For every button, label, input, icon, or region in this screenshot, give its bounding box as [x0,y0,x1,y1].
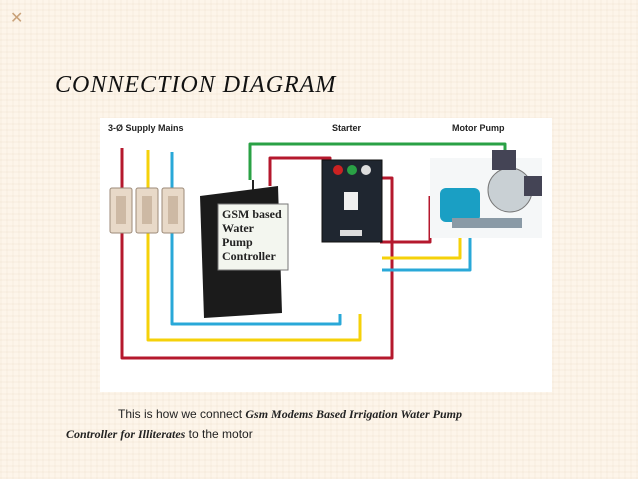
supply-label: 3-Ø Supply Mains [108,123,184,133]
wire-blue [170,152,342,326]
starter-label: Starter [332,123,362,133]
wire-yellow [146,150,362,342]
controller-label-2: Water [222,221,255,235]
corner-decoration-icon: ✕ [10,8,24,27]
starter-box [321,159,383,243]
wire-blue-motor [382,236,472,272]
connection-diagram: GSM based Water Pump Controller 3-Ø Supp… [100,118,552,392]
caption-emphasis-1: Gsm Modems Based Irrigation Water Pump [245,407,462,421]
controller-label-4: Controller [222,249,276,263]
wire-red-motor [380,196,432,244]
slide-title: CONNECTION DIAGRAM [55,72,337,98]
motor-pump-label: Motor Pump [452,123,505,133]
caption-text-2: to the motor [185,427,253,441]
diagram-svg: GSM based Water Pump Controller 3-Ø Supp… [108,123,542,360]
gsm-controller: GSM based Water Pump Controller [200,180,289,318]
caption-emphasis-2: Controller for Illiterates [66,427,186,441]
caption: This is how we connect Gsm Modems Based … [66,404,566,444]
supply-fuses [109,187,185,234]
motor-pump [430,150,542,238]
caption-text-1: This is how we connect [118,407,246,421]
controller-label-1: GSM based [222,207,282,221]
wire-red-ctrl [268,156,332,186]
controller-label-3: Pump [222,235,253,249]
